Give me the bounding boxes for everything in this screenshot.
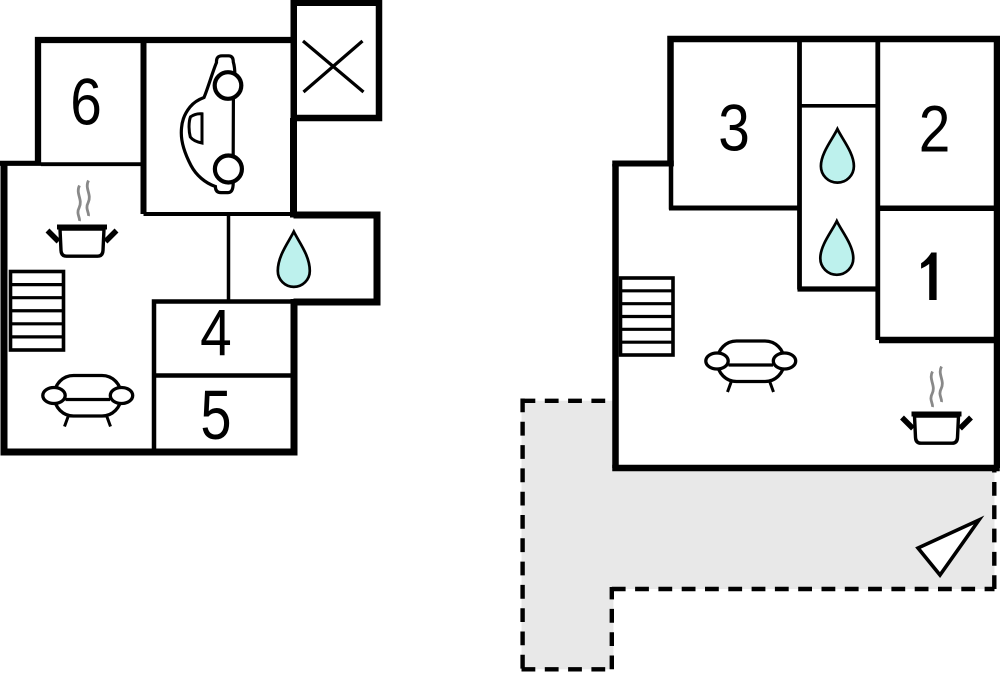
svg-text:3: 3	[718, 91, 750, 165]
svg-text:5: 5	[200, 377, 231, 454]
svg-text:2: 2	[919, 93, 951, 167]
svg-text:4: 4	[200, 297, 232, 371]
svg-text:6: 6	[70, 66, 102, 140]
